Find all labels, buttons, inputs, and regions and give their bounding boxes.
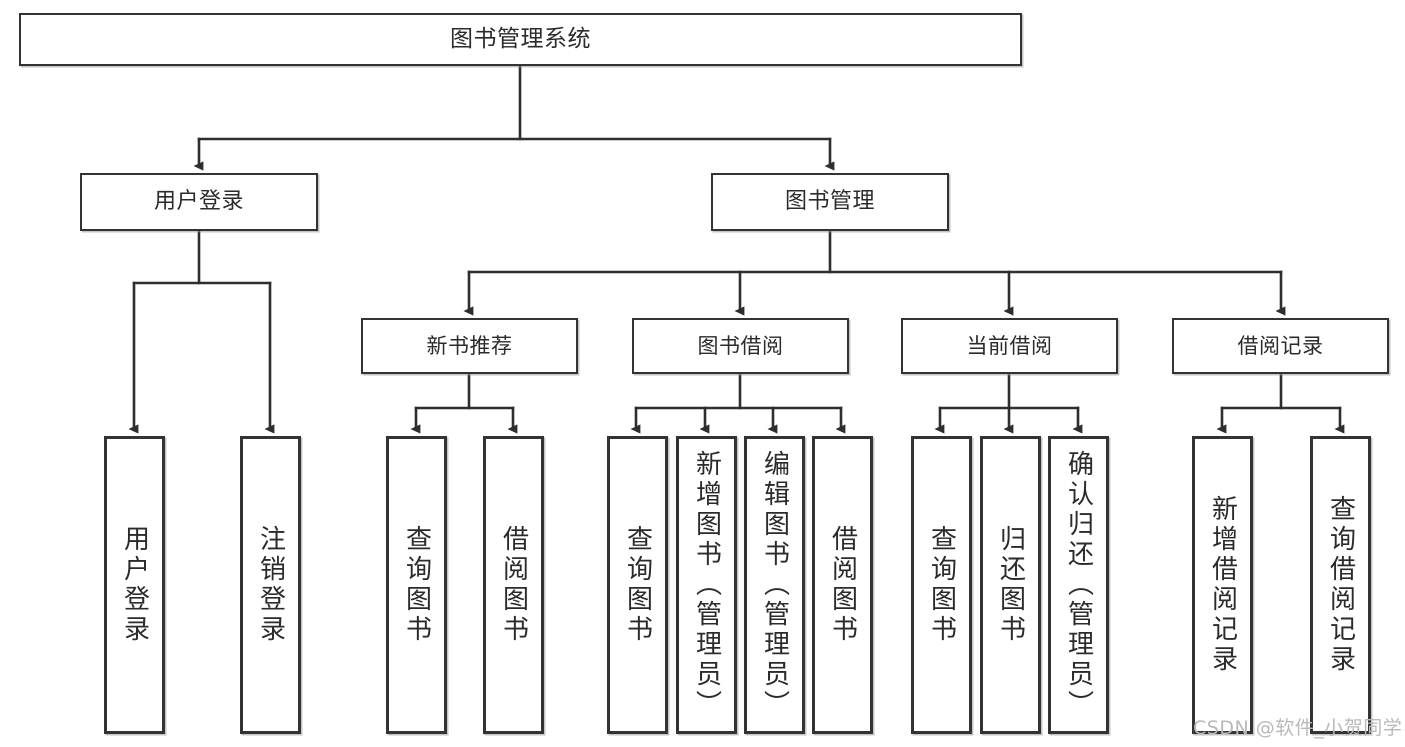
node-current-borrow[interactable]: 当前借阅 (901, 318, 1118, 374)
leaf-search-book-borrow[interactable]: 查询图书 (607, 436, 668, 734)
leaf-search-borrow-record-label: 查询借阅记录 (1325, 495, 1356, 675)
node-user-login-label: 用户登录 (153, 189, 244, 215)
node-book-management[interactable]: 图书管理 (711, 173, 949, 231)
node-new-book-recommend-label: 新书推荐 (426, 333, 513, 358)
leaf-confirm-return-admin[interactable]: 确认归还（管理员） (1048, 436, 1109, 734)
leaf-search-book-new[interactable]: 查询图书 (386, 436, 447, 734)
leaf-borrow-book-new-label: 借阅图书 (498, 525, 529, 645)
node-user-login[interactable]: 用户登录 (80, 173, 318, 231)
csdn-watermark: CSDN @软件_小贺同学 (1193, 717, 1403, 739)
leaf-add-book-admin-label: 新增图书（管理员） (691, 450, 722, 720)
leaf-logout[interactable]: 注销登录 (240, 436, 301, 734)
node-root-system[interactable]: 图书管理系统 (19, 13, 1022, 66)
leaf-search-book-borrow-label: 查询图书 (622, 525, 653, 645)
leaf-borrow-book-new[interactable]: 借阅图书 (483, 436, 544, 734)
node-borrow-records[interactable]: 借阅记录 (1172, 318, 1389, 374)
leaf-add-book-admin[interactable]: 新增图书（管理员） (676, 436, 737, 734)
leaf-user-login[interactable]: 用户登录 (104, 436, 165, 734)
leaf-confirm-return-admin-label: 确认归还（管理员） (1063, 450, 1094, 720)
leaf-borrow-book-label: 借阅图书 (827, 525, 858, 645)
leaf-return-book[interactable]: 归还图书 (980, 436, 1041, 734)
node-book-borrow[interactable]: 图书借阅 (632, 318, 849, 374)
leaf-search-borrow-record[interactable]: 查询借阅记录 (1310, 436, 1371, 734)
leaf-add-borrow-record-label: 新增借阅记录 (1207, 495, 1238, 675)
leaf-search-book-new-label: 查询图书 (401, 525, 432, 645)
leaf-search-book-current[interactable]: 查询图书 (911, 436, 972, 734)
node-root-system-label: 图书管理系统 (450, 26, 591, 53)
node-current-borrow-label: 当前借阅 (966, 333, 1053, 358)
node-new-book-recommend[interactable]: 新书推荐 (361, 318, 578, 374)
leaf-add-borrow-record[interactable]: 新增借阅记录 (1192, 436, 1253, 734)
node-book-borrow-label: 图书借阅 (697, 333, 784, 358)
leaf-edit-book-admin[interactable]: 编辑图书（管理员） (744, 436, 805, 734)
leaf-return-book-label: 归还图书 (995, 525, 1026, 645)
node-book-management-label: 图书管理 (784, 189, 875, 215)
leaf-logout-label: 注销登录 (255, 525, 286, 645)
leaf-borrow-book[interactable]: 借阅图书 (812, 436, 873, 734)
leaf-search-book-current-label: 查询图书 (926, 525, 957, 645)
node-borrow-records-label: 借阅记录 (1237, 333, 1324, 358)
leaf-user-login-label: 用户登录 (119, 525, 150, 645)
leaf-edit-book-admin-label: 编辑图书（管理员） (759, 450, 790, 720)
